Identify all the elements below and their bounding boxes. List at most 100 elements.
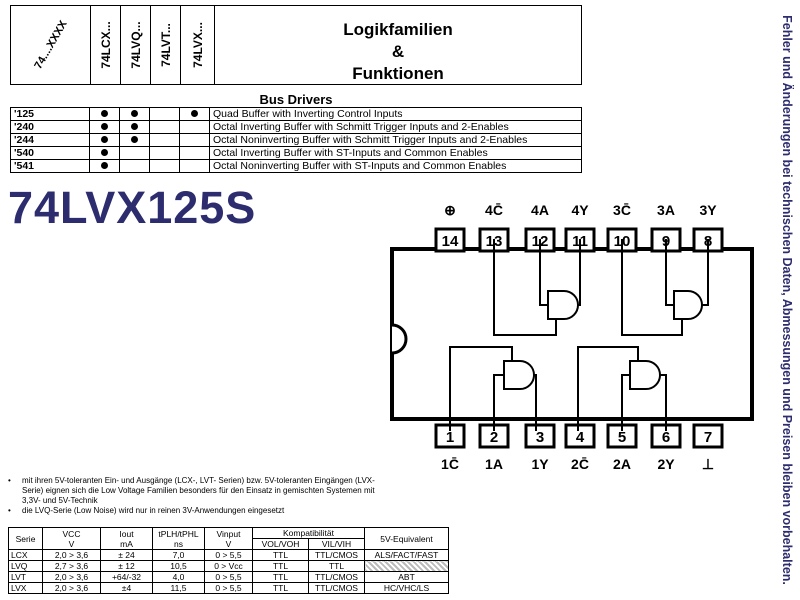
pin-number: 6 — [662, 429, 670, 446]
series-column-header: 74....XXXX — [11, 6, 91, 84]
spec-cell-vin: 0 > 5,5 — [204, 582, 253, 594]
series-label: 74....XXXX — [31, 18, 70, 72]
pin-bottom: 5 2A — [606, 423, 638, 472]
spec-cell-equiv: ALS/FACT/FAST — [364, 549, 449, 561]
part-code: '240 — [10, 120, 90, 134]
pin-bottom: 11C̄ — [434, 423, 466, 472]
spec-header-kompat: Kompatibilität — [252, 527, 365, 539]
part-number: 74LVX125S — [8, 182, 257, 233]
pin-bottom: 6 2Y — [650, 423, 682, 472]
part-code: '541 — [10, 159, 90, 173]
spec-cell-vin: 0 > 5,5 — [204, 571, 253, 583]
available-dot-icon — [101, 149, 108, 156]
tpd-label: tPLH/tPHL — [158, 528, 199, 539]
pin-label: 1Y — [531, 456, 549, 472]
spec-header-vih: VIL/VIH — [308, 538, 365, 550]
spec-cell-voh: TTL — [252, 549, 309, 561]
available-dot-icon — [131, 123, 138, 130]
pin-label: 4C̄ — [485, 201, 503, 218]
pin-label: 3Y — [699, 202, 717, 218]
spec-header-voh: VOL/VOH — [252, 538, 309, 550]
part-description: Octal Inverting Buffer with ST-Inputs an… — [209, 146, 582, 160]
availability-lvt — [149, 146, 180, 160]
pin-number: 7 — [704, 429, 712, 446]
family-label-lvq: 74LVQ... — [128, 21, 143, 69]
ic-body — [390, 247, 754, 421]
spec-cell-tpd: 7,0 — [152, 549, 205, 561]
available-dot-icon — [131, 110, 138, 117]
pin-bottom: 3 1Y — [524, 423, 556, 472]
availability-lvq — [119, 107, 150, 121]
pin-label: 2C̄ — [571, 455, 589, 472]
family-col-lvx: 74LVX... — [181, 6, 215, 84]
pin-number: 5 — [618, 429, 626, 446]
spec-cell-serie: LVT — [8, 571, 43, 583]
spec-cell-vin: 0 > Vcc — [204, 560, 253, 572]
tpd-unit: ns — [174, 538, 183, 549]
pin-label: 3A — [657, 202, 675, 218]
available-dot-icon — [101, 123, 108, 130]
spec-cell-iout: ±4 — [100, 582, 153, 594]
available-dot-icon — [101, 110, 108, 117]
spec-cell-vin: 0 > 5,5 — [204, 549, 253, 561]
spec-cell-voh: TTL — [252, 571, 309, 583]
spec-cell-vih: TTL — [308, 560, 365, 572]
availability-lcx — [89, 159, 120, 173]
pin-label: 2Y — [657, 456, 675, 472]
header-title: Logikfamilien & Funktionen — [215, 6, 581, 84]
family-label-lvt: 74LVT... — [158, 23, 173, 67]
pin-label: 4Y — [571, 202, 589, 218]
pin-bottom: 21A — [478, 423, 510, 472]
spec-cell-voh: TTL — [252, 560, 309, 572]
title-line-2: & — [391, 42, 405, 61]
spec-cell-vih: TTL/CMOS — [308, 571, 365, 583]
pin-top: 14⊕ — [434, 202, 466, 253]
pin-label: 1C̄ — [441, 455, 459, 472]
vin-unit: V — [225, 538, 232, 549]
availability-lcx — [89, 107, 120, 121]
buffer-gate-3 — [621, 239, 709, 336]
pin-number: 3 — [536, 429, 544, 446]
bullet-icon: • — [8, 476, 11, 485]
family-col-lvq: 74LVQ... — [121, 6, 151, 84]
note-item: • die LVQ-Serie (Low Noise) wird nur in … — [8, 506, 388, 516]
note-text-1: mit ihren 5V-toleranten Ein- und Ausgäng… — [22, 476, 375, 505]
spec-cell-vih: TTL/CMOS — [308, 549, 365, 561]
available-dot-icon — [191, 110, 198, 117]
iout-unit: mA — [120, 538, 133, 549]
bus-drivers-heading: Bus Drivers — [259, 92, 333, 107]
part-description: Quad Buffer with Inverting Control Input… — [209, 107, 582, 121]
pin-number: 4 — [576, 429, 585, 446]
spec-cell-equiv — [364, 560, 449, 572]
title-line-3: Funktionen — [352, 64, 444, 83]
pin-number: 14 — [442, 233, 459, 250]
spec-cell-serie: LVX — [8, 582, 43, 594]
pin-label: 1A — [485, 456, 503, 472]
availability-lvq — [119, 133, 150, 147]
iout-label: Iout — [119, 528, 134, 539]
part-description: Octal Noninverting Buffer with ST-Inputs… — [209, 159, 582, 173]
availability-lvt — [149, 159, 180, 173]
spec-cell-iout: +64/-32 — [100, 571, 153, 583]
family-col-lvt: 74LVT... — [151, 6, 181, 84]
spec-cell-tpd: 10,5 — [152, 560, 205, 572]
pin-label: ⊥ — [702, 456, 714, 472]
pin-label: 2A — [613, 456, 631, 472]
vin-label: Vinput — [216, 528, 241, 539]
note-text-2: die LVQ-Serie (Low Noise) wird nur in re… — [22, 506, 285, 515]
pin-label: 3C̄ — [613, 201, 631, 218]
bullet-icon: • — [8, 506, 11, 515]
availability-lvx — [179, 159, 210, 173]
availability-lvq — [119, 120, 150, 134]
spec-cell-iout: ± 12 — [100, 560, 153, 572]
